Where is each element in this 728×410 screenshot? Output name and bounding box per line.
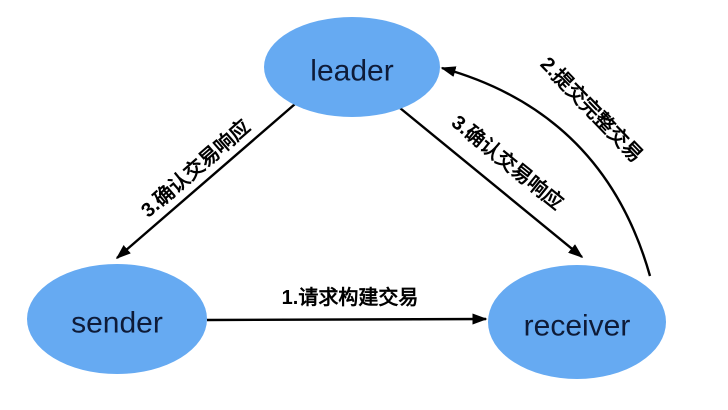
receiver-node-label: receiver [524, 310, 631, 343]
edge-label-submit-complete-transaction: 2.提交完整交易 [536, 52, 648, 167]
leader-node-ellipse [264, 17, 440, 117]
receiver-node-ellipse [488, 265, 666, 379]
edge-label-confirm-transaction-response-left: 3.确认交易响应 [136, 114, 255, 222]
edge-receiver-to-leader-curved-arrow [440, 66, 652, 277]
sender-node-label: sender [71, 307, 163, 340]
leader-node-label: leader [310, 55, 393, 88]
edge-label-request-build-transaction: 1.请求构建交易 [282, 285, 419, 309]
edge-leader-to-sender-arrow [115, 103, 296, 259]
edge-sender-to-receiver-arrow [206, 313, 488, 325]
sender-node-ellipse [27, 264, 207, 374]
edge-leader-to-receiver-arrow [399, 107, 584, 258]
